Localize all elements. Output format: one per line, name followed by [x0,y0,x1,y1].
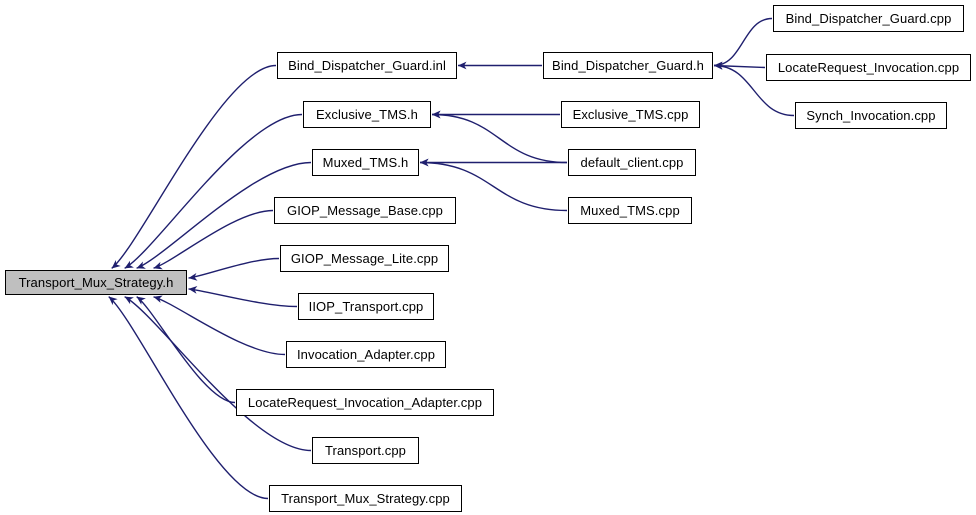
graph-node-label: Transport_Mux_Strategy.h [18,275,174,290]
graph-node-label: IIOP_Transport.cpp [308,299,424,314]
graph-node-exclusive_tms_cpp[interactable]: Exclusive_TMS.cpp [561,101,700,128]
graph-node-label: default_client.cpp [580,155,684,170]
graph-node-label: GIOP_Message_Lite.cpp [290,251,439,266]
graph-node-synch_invocation_cpp[interactable]: Synch_Invocation.cpp [795,102,947,129]
graph-node-bind_dispatcher_guard_cpp[interactable]: Bind_Dispatcher_Guard.cpp [773,5,964,32]
graph-node-label: Muxed_TMS.h [322,155,409,170]
graph-node-label: Bind_Dispatcher_Guard.h [552,58,704,73]
graph-node-bind_dispatcher_guard_h[interactable]: Bind_Dispatcher_Guard.h [543,52,713,79]
graph-node-locaterequest_invocation_adapter_cpp[interactable]: LocateRequest_Invocation_Adapter.cpp [236,389,494,416]
graph-node-default_client_cpp[interactable]: default_client.cpp [568,149,696,176]
graph-node-transport_mux_strategy_cpp[interactable]: Transport_Mux_Strategy.cpp [269,485,462,512]
graph-node-transport_cpp[interactable]: Transport.cpp [312,437,419,464]
graph-node-label: LocateRequest_Invocation_Adapter.cpp [247,395,483,410]
graph-node-label: Exclusive_TMS.cpp [572,107,689,122]
edge-giop_message_base_cpp-to-transport_mux_strategy_h [153,209,274,270]
edge-muxed_tms_h-to-transport_mux_strategy_h [136,161,312,269]
graph-node-label: Synch_Invocation.cpp [806,108,936,123]
graph-node-bind_dispatcher_guard_inl[interactable]: Bind_Dispatcher_Guard.inl [277,52,457,79]
edge-giop_message_lite_cpp-to-transport_mux_strategy_h [188,257,280,281]
graph-node-invocation_adapter_cpp[interactable]: Invocation_Adapter.cpp [286,341,446,368]
edge-invocation_adapter_cpp-to-transport_mux_strategy_h [153,295,286,356]
graph-node-iiop_transport_cpp[interactable]: IIOP_Transport.cpp [298,293,434,320]
graph-node-label: Muxed_TMS.cpp [580,203,680,218]
edge-locaterequest_invocation_adapter_cpp-to-transport_mux_strategy_h [136,296,236,404]
edge-bind_dispatcher_guard_cpp-to-bind_dispatcher_guard_h [713,17,773,70]
edge-bind_dispatcher_guard_inl-to-transport_mux_strategy_h [111,64,277,269]
edge-exclusive_tms_h-to-transport_mux_strategy_h [124,113,303,269]
graph-node-transport_mux_strategy_h: Transport_Mux_Strategy.h [5,270,187,295]
graph-node-exclusive_tms_h[interactable]: Exclusive_TMS.h [303,101,431,128]
graph-node-giop_message_base_cpp[interactable]: GIOP_Message_Base.cpp [274,197,456,224]
edge-transport_cpp-to-transport_mux_strategy_h [124,296,312,452]
edge-iiop_transport_cpp-to-transport_mux_strategy_h [188,285,298,308]
graph-node-label: GIOP_Message_Base.cpp [286,203,444,218]
edge-default_client_cpp-to-exclusive_tms_h [431,110,568,164]
graph-node-locaterequest_invocation_cpp[interactable]: LocateRequest_Invocation.cpp [766,54,971,81]
graph-node-giop_message_lite_cpp[interactable]: GIOP_Message_Lite.cpp [280,245,449,272]
graph-node-muxed_tms_h[interactable]: Muxed_TMS.h [312,149,419,176]
edge-synch_invocation_cpp-to-bind_dispatcher_guard_h [713,61,795,117]
graph-node-label: Transport.cpp [324,443,407,458]
graph-node-label: Invocation_Adapter.cpp [296,347,436,362]
graph-node-muxed_tms_cpp[interactable]: Muxed_TMS.cpp [568,197,692,224]
graph-node-label: Exclusive_TMS.h [316,107,418,122]
edge-muxed_tms_cpp-to-muxed_tms_h [419,158,568,212]
graph-node-label: LocateRequest_Invocation.cpp [777,60,960,75]
edge-transport_mux_strategy_cpp-to-transport_mux_strategy_h [108,296,269,500]
graph-node-label: Bind_Dispatcher_Guard.cpp [785,11,952,26]
graph-node-label: Transport_Mux_Strategy.cpp [281,491,450,506]
graph-node-label: Bind_Dispatcher_Guard.inl [288,58,446,73]
